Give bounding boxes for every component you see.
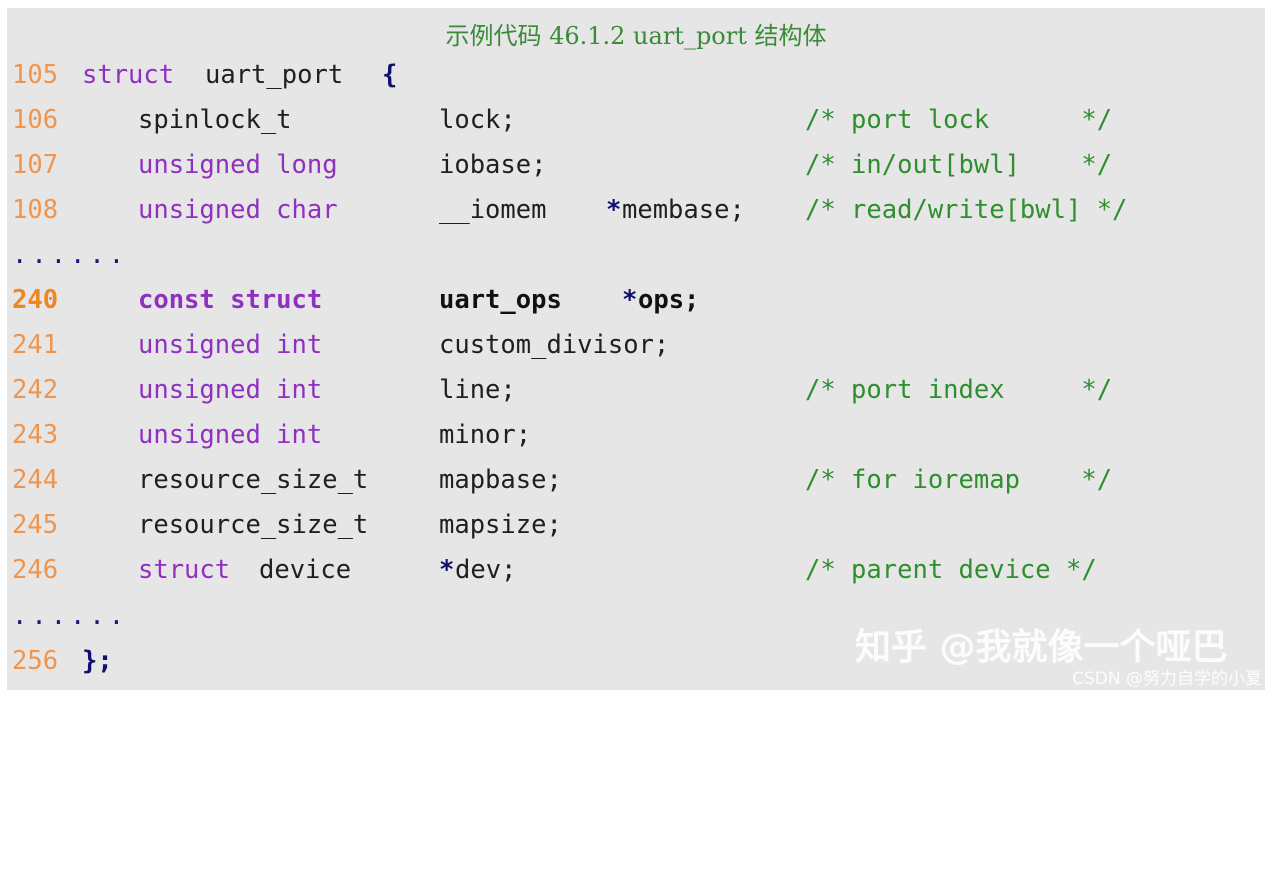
member: membase;	[622, 195, 745, 225]
line-number: 245	[12, 510, 59, 540]
type: spinlock_t	[138, 105, 292, 135]
member: line;	[439, 375, 516, 405]
type: uart_ops	[439, 285, 562, 315]
member: ops;	[638, 285, 700, 315]
keyword: unsigned int	[138, 420, 323, 450]
line-number: 107	[12, 150, 59, 180]
line-number: 256	[12, 646, 59, 676]
line-number: 240	[12, 285, 59, 315]
member: mapsize;	[439, 510, 562, 540]
comment: /* parent device */	[805, 555, 1097, 585]
member: minor;	[439, 420, 532, 450]
line-number: 242	[12, 375, 59, 405]
member: lock;	[439, 105, 516, 135]
code-line-106: 106 spinlock_t lock; /* port lock */	[12, 100, 1112, 140]
keyword: struct	[138, 555, 231, 585]
attribute: __iomem	[439, 195, 547, 225]
code-line-245: 245 resource_size_t mapsize;	[12, 505, 562, 545]
code-caption: 示例代码 46.1.2 uart_port 结构体	[445, 22, 827, 50]
brace: {	[382, 60, 398, 90]
pointer-star: *	[439, 555, 455, 585]
ellipsis: ......	[12, 240, 129, 270]
code-line-244: 244 resource_size_t mapbase; /* for iore…	[12, 460, 1112, 500]
comment: /* read/write[bwl] */	[805, 195, 1128, 225]
comment: /* port index */	[805, 375, 1113, 405]
comment: /* for ioremap */	[805, 465, 1113, 495]
member: mapbase;	[439, 465, 562, 495]
code-line-243: 243 unsigned int minor;	[12, 415, 531, 455]
pointer-star: *	[606, 195, 622, 225]
watermark: 知乎 @我就像一个哑巴	[855, 627, 1228, 668]
line-number: 243	[12, 420, 59, 450]
struct-name: uart_port	[205, 60, 344, 90]
code-line-108: 108 unsigned char __iomem * membase; /* …	[12, 190, 1127, 230]
watermark-small: CSDN @努力自学的小夏	[1072, 669, 1262, 689]
line-number: 244	[12, 465, 59, 495]
line-number: 105	[12, 60, 59, 90]
type: resource_size_t	[138, 510, 369, 540]
keyword: unsigned int	[138, 375, 323, 405]
line-number: 108	[12, 195, 59, 225]
comment: /* port lock */	[805, 105, 1113, 135]
ellipsis-line: ......	[12, 235, 124, 275]
code-line-256: 256 };	[12, 641, 113, 681]
member: dev;	[455, 555, 517, 585]
comment: /* in/out[bwl] */	[805, 150, 1113, 180]
keyword: struct	[82, 60, 175, 90]
pointer-star: *	[622, 285, 638, 315]
code-line-105: 105 struct uart_port {	[12, 55, 397, 95]
type: resource_size_t	[138, 465, 369, 495]
line-number: 241	[12, 330, 59, 360]
code-line-107: 107 unsigned long iobase; /* in/out[bwl]…	[12, 145, 1112, 185]
keyword: const struct	[138, 285, 323, 315]
code-line-241: 241 unsigned int custom_divisor;	[12, 325, 669, 365]
type: device	[259, 555, 352, 585]
code-line-246: 246 struct device * dev; /* parent devic…	[12, 550, 1097, 590]
keyword: unsigned char	[138, 195, 338, 225]
keyword: unsigned int	[138, 330, 323, 360]
line-number: 106	[12, 105, 59, 135]
code-line-240: 240 const struct uart_ops * ops;	[12, 280, 699, 320]
ellipsis: ......	[12, 601, 129, 631]
ellipsis-line: ......	[12, 596, 124, 636]
member: custom_divisor;	[439, 330, 670, 360]
member: iobase;	[439, 150, 547, 180]
keyword: unsigned long	[138, 150, 338, 180]
code-block: 示例代码 46.1.2 uart_port 结构体 105 struct uar…	[7, 8, 1265, 690]
line-number: 246	[12, 555, 59, 585]
code-line-242: 242 unsigned int line; /* port index */	[12, 370, 1112, 410]
brace: };	[82, 646, 113, 676]
